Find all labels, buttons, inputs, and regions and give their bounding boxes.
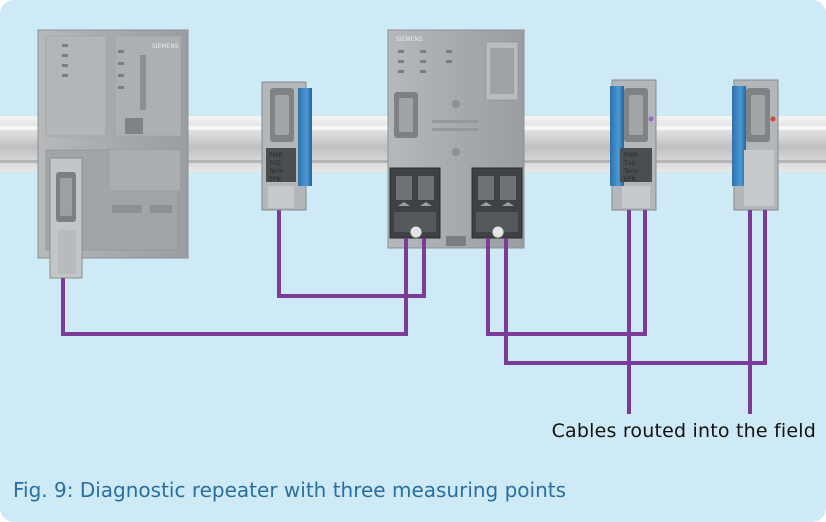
connector-1-led-txd: TxD [268, 160, 281, 167]
bus-connector-1-icon: PWR TxD Term EPN [261, 81, 312, 211]
bus-connector-3-icon [732, 79, 779, 211]
profibus-cables [61, 210, 767, 414]
cable-repeater-to-connector3 [504, 210, 767, 365]
cables-annotation: Cables routed into the field [551, 420, 816, 442]
connector-1-led-epn: EPN [269, 176, 281, 183]
connector-1-led-term: Term [268, 168, 284, 175]
cable-repeater-to-connector2 [486, 210, 647, 336]
cable-cpu-to-repeater [61, 238, 408, 336]
repeater-terminal-block-left-icon [389, 167, 441, 239]
cpu-brand-label: SIEMENS [152, 43, 179, 50]
connector-2-led-txd: TxD [623, 160, 636, 167]
bus-connector-2-icon: PWR TxD Term EPN [610, 79, 657, 211]
repeater-brand-label: SIEMENS [396, 36, 423, 43]
connector-2-led-epn: EPN [624, 176, 636, 183]
repeater-status-leds [398, 50, 452, 73]
cpu-dp-port-icon [49, 157, 83, 279]
cable-connector1-to-repeater [277, 210, 426, 298]
connector-2-led-term: Term [623, 168, 639, 175]
connector-2-led-pwr: PWR [624, 152, 638, 159]
cpu-status-leds [62, 44, 124, 89]
connector-1-led-pwr: PWR [269, 152, 283, 159]
figure-caption: Fig. 9: Diagnostic repeater with three m… [13, 478, 567, 502]
